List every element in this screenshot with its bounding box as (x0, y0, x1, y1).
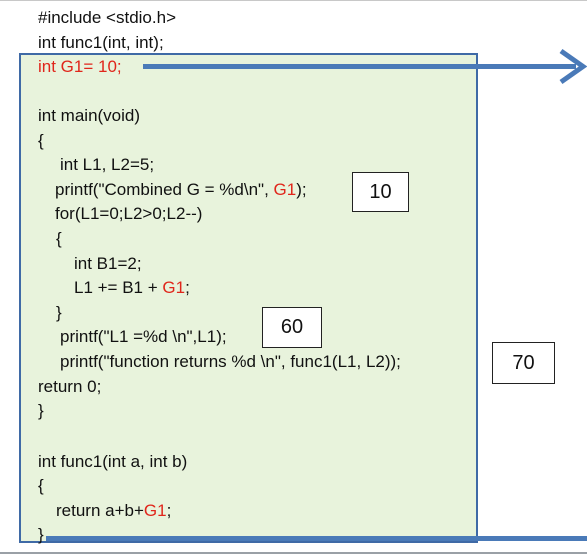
accumulate-end: ; (185, 278, 190, 297)
accumulate-text: L1 += B1 + (74, 278, 163, 297)
value-box-combined: 10 (352, 172, 409, 212)
func1-return-end: ; (166, 501, 172, 520)
code-line-func1-open-brace: { (38, 476, 44, 495)
code-line-local-decl: int L1, L2=5; (60, 155, 155, 174)
func1-return-text: return a+b+ (56, 501, 144, 520)
scope-arrow-top-head (559, 48, 587, 85)
code-line-printf-l1: printf("L1 =%d \n",L1); (60, 327, 227, 346)
code-line-main-open-brace: { (38, 131, 44, 150)
accumulate-g1: G1 (162, 278, 186, 297)
printf-combined-end: ); (296, 180, 307, 199)
code-line-return: return 0; (38, 377, 102, 396)
func1-return-g1: G1 (143, 501, 167, 520)
top-frame-line (0, 0, 587, 1)
code-line-main-signature: int main(void) (38, 106, 141, 125)
global-scope-box (19, 53, 478, 543)
value-box-func-return: 70 (492, 342, 555, 384)
bottom-frame-line (0, 552, 587, 554)
code-line-printf-func-return: printf("function returns %d \n", func1(L… (60, 352, 401, 371)
code-line-func1-close-brace: } (38, 525, 44, 544)
value-box-l1: 60 (262, 307, 322, 348)
code-line-func-prototype: int func1(int, int); (38, 33, 164, 52)
printf-combined-text: printf("Combined G = %d\n", (55, 180, 274, 199)
code-line-for-close-brace: } (56, 303, 62, 322)
code-line-include: #include <stdio.h> (38, 8, 176, 27)
code-line-main-close-brace: } (38, 401, 44, 420)
code-line-func1-signature: int func1(int a, int b) (38, 452, 188, 471)
code-line-for-open-brace: { (56, 229, 62, 248)
scope-arrow-bottom-line (46, 536, 587, 541)
code-line-for-loop: for(L1=0;L2>0;L2--) (55, 204, 203, 223)
code-line-block-decl: int B1=2; (74, 254, 142, 273)
code-line-accumulate: L1 += B1 + G1; (74, 277, 190, 299)
printf-combined-g1: G1 (273, 180, 297, 199)
code-line-func1-return: return a+b+G1; (56, 500, 171, 522)
scope-arrow-top-shaft (143, 64, 576, 69)
code-line-printf-combined: printf("Combined G = %d\n", G1); (55, 179, 307, 201)
code-line-global-decl: int G1= 10; (38, 57, 122, 76)
